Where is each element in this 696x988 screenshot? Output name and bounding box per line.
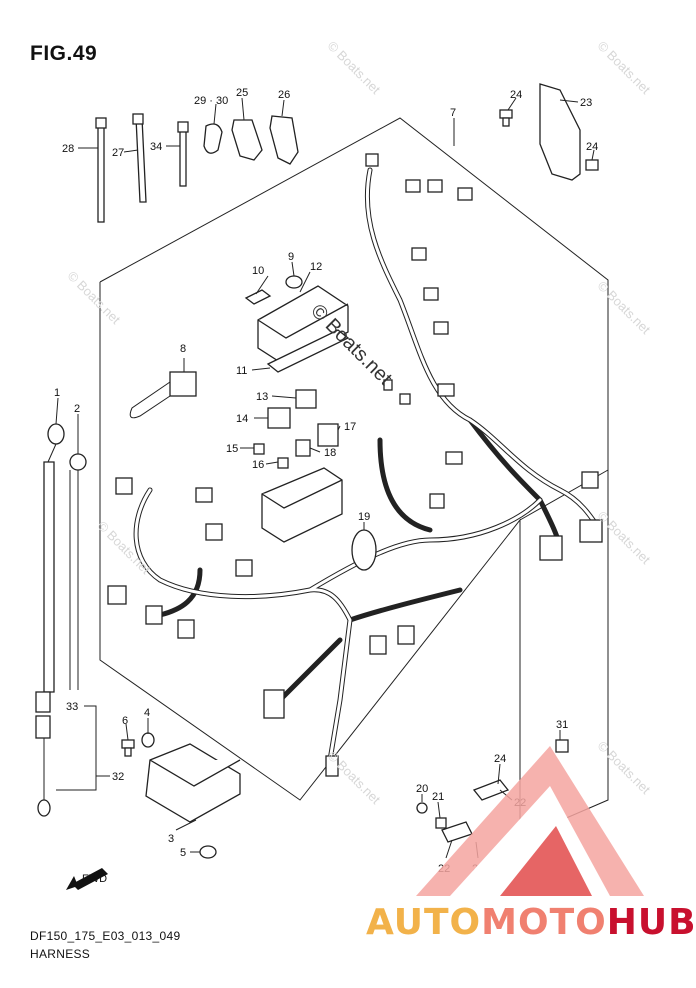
grommet-9 (285, 275, 303, 289)
callout-9: 9 (288, 251, 294, 263)
callout-21: 21 (432, 791, 444, 803)
brand-part-2: MOTO (481, 902, 607, 943)
harness-connectors (107, 153, 603, 777)
callout-5: 5 (180, 847, 186, 859)
tie-strap-34 (177, 121, 189, 187)
figure-name: HARNESS (30, 947, 91, 961)
fuse-18 (295, 439, 311, 457)
brand-wordmark: AUTOMOTOHUB (366, 902, 696, 943)
callout-31: 31 (556, 719, 568, 731)
callout-28: 28 (62, 143, 74, 155)
bolt-24-right (585, 159, 599, 171)
washer-20 (416, 802, 428, 814)
callout-34: 34 (150, 141, 162, 153)
callout-20: 20 (416, 783, 428, 795)
battery-cable-2 (69, 453, 87, 690)
callout-6: 6 (122, 715, 128, 727)
callout-8: 8 (180, 343, 186, 355)
callout-1: 1 (54, 387, 60, 399)
callout-25: 25 (236, 87, 248, 99)
grommet-19 (351, 529, 377, 571)
plate-22-upper (472, 779, 510, 801)
callout-13: 13 (256, 391, 268, 403)
main-harness-7 (133, 167, 603, 763)
callout-24-mid: 24 (494, 753, 506, 765)
fuse-box-12 (257, 285, 349, 367)
callout-23: 23 (580, 97, 592, 109)
callout-15: 15 (226, 443, 238, 455)
bolt-24-top (499, 109, 513, 127)
relay-17 (317, 423, 339, 447)
callout-4: 4 (144, 707, 150, 719)
grommet-5 (199, 845, 217, 859)
clamp-29-30 (203, 123, 223, 154)
callout-7: 7 (450, 107, 456, 119)
washer-4 (141, 732, 155, 748)
callout-27: 27 (112, 147, 124, 159)
leader-lines (55, 97, 595, 859)
relay-8 (129, 371, 197, 419)
tie-strap-27 (132, 113, 147, 203)
callout-17: 17 (344, 421, 356, 433)
junction-box (261, 467, 343, 543)
battery-cable-1 (43, 423, 65, 693)
fwd-arrow-icon: FWD (66, 868, 108, 890)
bracket-3 (145, 743, 241, 823)
tie-strap-28 (95, 117, 107, 223)
nut-21 (435, 817, 447, 829)
gasket-11 (266, 329, 350, 373)
figure-title: FIG.49 (30, 42, 98, 65)
bolt-6 (121, 739, 135, 757)
brand-part-3: HUB (606, 902, 696, 943)
callout-16: 16 (252, 459, 264, 471)
callout-3: 3 (168, 833, 174, 845)
relay-13 (295, 389, 317, 409)
callout-24-right: 24 (586, 141, 598, 153)
fuse-16 (277, 457, 289, 469)
brand-part-1: AUTO (366, 902, 482, 943)
bracket-23 (539, 83, 581, 181)
callout-11: 11 (236, 365, 247, 377)
bolt-31 (555, 739, 569, 753)
callout-32: 32 (112, 771, 124, 783)
callout-18: 18 (324, 447, 336, 459)
callout-2: 2 (74, 403, 80, 415)
callout-19: 19 (358, 511, 370, 523)
callout-12: 12 (310, 261, 322, 273)
clamp-25 (231, 119, 263, 161)
callout-10: 10 (252, 265, 264, 277)
clamp-26 (269, 115, 299, 165)
callout-29-30: 29 · 30 (194, 95, 228, 107)
callout-24-top: 24 (510, 89, 522, 101)
fwd-label: FWD (82, 873, 107, 885)
relay-14 (267, 407, 291, 429)
frame-outline (99, 117, 609, 839)
fuse-15 (253, 443, 265, 455)
cap-10 (244, 289, 272, 305)
figure-code: DF150_175_E03_013_049 (30, 929, 181, 943)
fuse-holder-33 (35, 691, 51, 817)
callout-14: 14 (236, 413, 248, 425)
brand-logo-icon (416, 746, 644, 896)
callout-26: 26 (278, 89, 290, 101)
callout-33: 33 (66, 701, 78, 713)
